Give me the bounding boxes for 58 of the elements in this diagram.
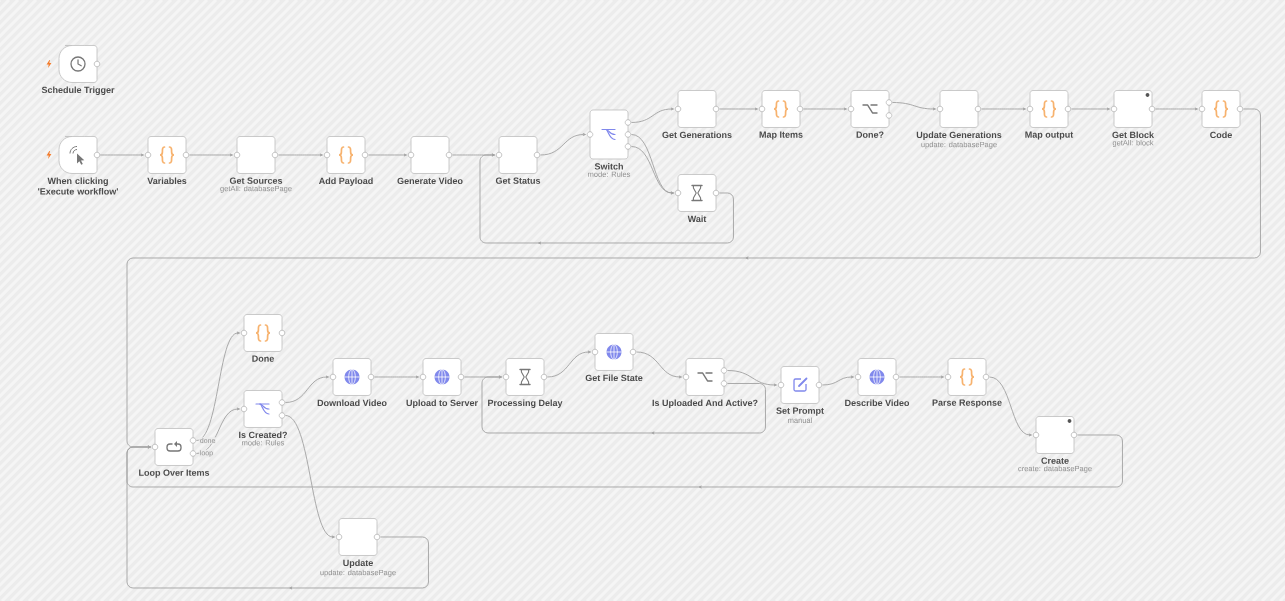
arrow [1071,107,1110,111]
node-label: Loop Over Items [139,469,210,478]
arrow [481,375,766,435]
arrow [278,153,323,157]
node-label: Done [252,355,274,362]
arrow [126,108,1261,449]
node-label: Update [343,559,373,568]
node-label: Is Uploaded And Active? [652,399,758,408]
arrow [1155,107,1198,111]
arrow [126,434,1123,489]
node-label: Get Status [495,177,541,184]
arrow [540,133,586,156]
arrow [899,375,944,379]
arrow [547,350,591,378]
arrow [631,107,674,123]
arrow [196,331,240,441]
arrow [126,445,429,590]
arrow [374,375,419,379]
node-label: Add Payload [318,177,373,186]
arrow [285,375,329,403]
node-label: Set Prompt [776,407,824,416]
node-label: Upload to Server [406,399,478,408]
arrow [479,153,734,245]
node-label: Get File State [585,374,643,382]
node-label: Parse Response [932,399,1002,408]
arrow [368,153,407,157]
node-label: Get Sources [229,177,283,184]
arrow [989,376,1032,437]
arrow [981,107,1026,111]
node-label: When clicking 'Execute workflow' [38,177,118,195]
node-label: Switch [594,163,623,170]
arrow [636,351,682,379]
node-label: Code [1210,131,1232,139]
arrow [196,407,240,454]
node-label: Get Generations [662,131,732,139]
arrow [719,107,758,111]
node-label: Processing Delay [488,399,563,408]
arrow [631,146,674,195]
node-label: Download Video [317,399,387,407]
node-label: Get Block [1112,131,1154,139]
node-label: Is Created? [239,431,287,439]
node-label: Generate Video [397,177,463,185]
arrow [822,375,854,386]
node-label: Wait [687,215,707,223]
node-label: Done? [856,131,884,138]
arrow [892,102,936,111]
node-label: Schedule Trigger [41,86,115,95]
arrow [727,370,777,387]
node-label: Update Generations [916,131,1002,140]
node-label: Variables [147,177,187,185]
arrow [285,415,335,539]
node-label: Describe Video [845,399,910,407]
node-label: Create [1041,457,1069,464]
arrow [803,107,847,111]
arrow [189,153,233,157]
arrow [99,153,144,157]
node-label: Map Items [759,131,803,140]
node-label: Map output [1025,131,1074,140]
